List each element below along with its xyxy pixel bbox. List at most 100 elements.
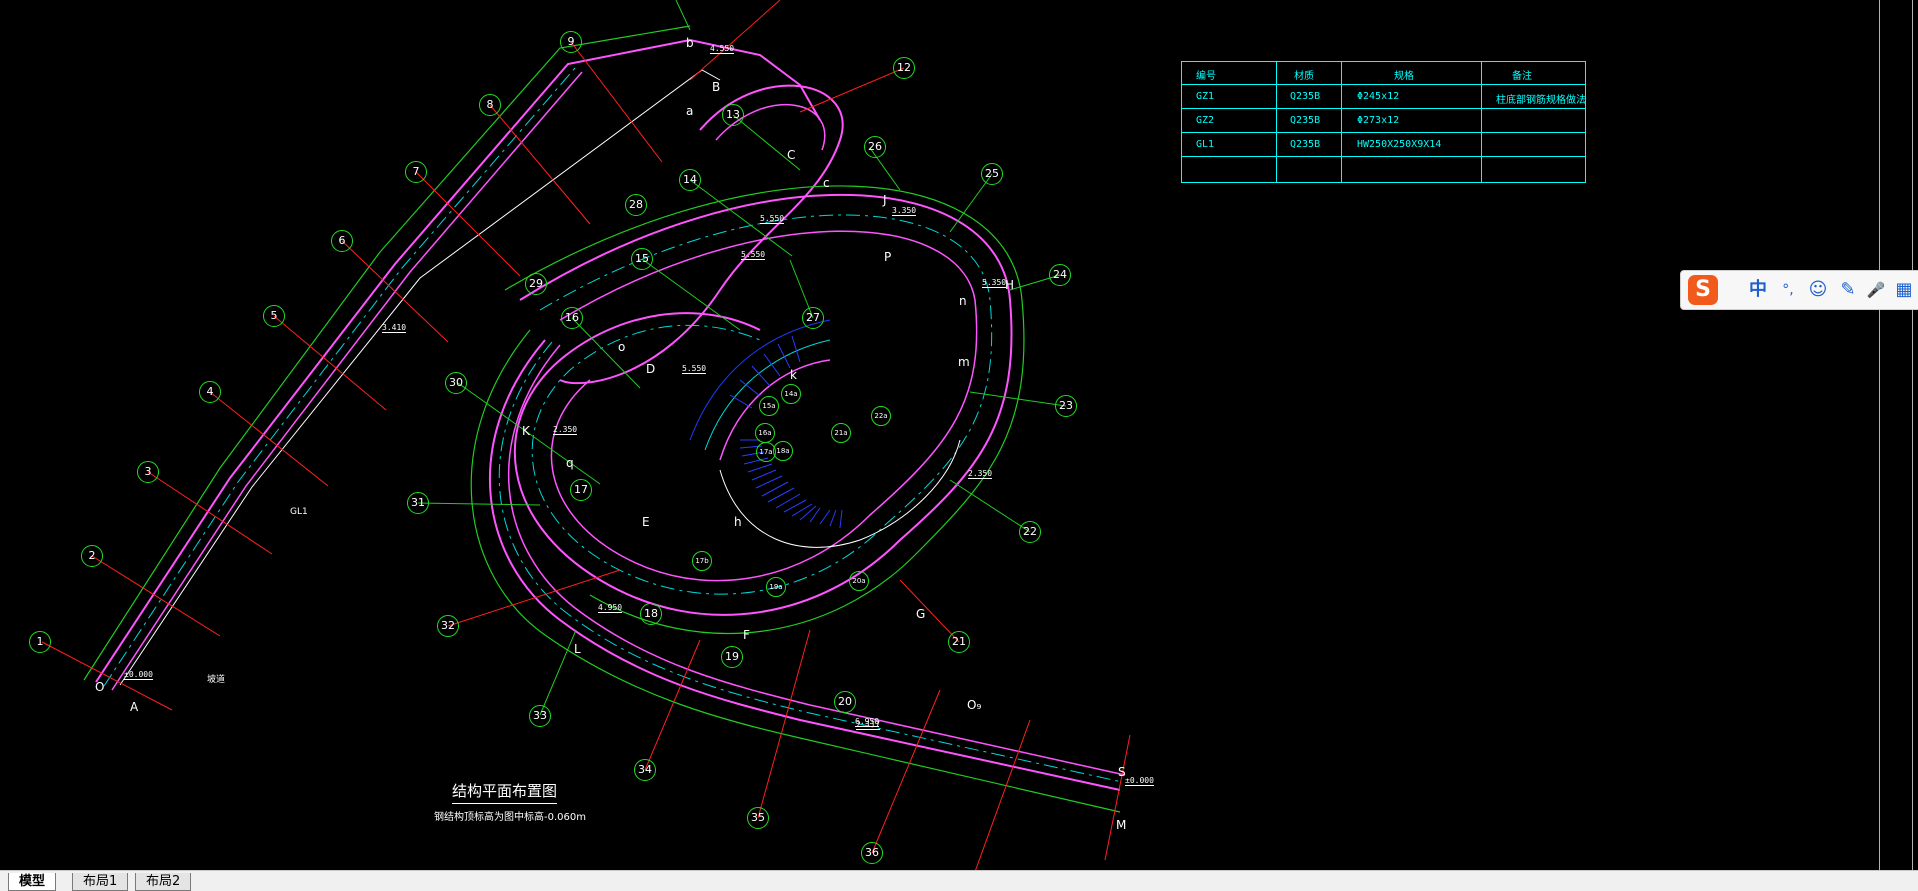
layout-tab-bar: 模型 布局1 布局2 — [0, 870, 1918, 891]
table-row-divider — [1182, 132, 1585, 133]
tab-layout2[interactable]: 布局2 — [135, 873, 192, 891]
table-cell: Q235B — [1290, 139, 1321, 150]
axis-bubble: 24 — [1049, 264, 1071, 286]
point-label: O — [95, 680, 105, 694]
table-header: 编号 — [1196, 71, 1216, 82]
table-row-divider — [1182, 108, 1585, 109]
table-cell: Φ245x12 — [1357, 91, 1400, 102]
sub-axis-bubble: 20a — [849, 571, 869, 591]
ime-punct-button[interactable]: °, — [1782, 282, 1794, 298]
tab-model[interactable]: 模型 — [8, 873, 57, 891]
point-label: P — [884, 250, 892, 264]
point-label: J — [883, 193, 887, 207]
axis-bubble: 20 — [834, 691, 856, 713]
point-label: A — [130, 700, 139, 714]
sub-axis-bubble: 16a — [755, 423, 775, 443]
point-label: c — [823, 176, 830, 190]
ramp-note: 坡道 — [207, 675, 226, 685]
axis-bubble: 14 — [679, 169, 701, 191]
axis-bubble: 8 — [479, 94, 501, 116]
axis-bubble: 13 — [722, 104, 744, 126]
axis-bubble: 29 — [525, 273, 547, 295]
tab-layout1[interactable]: 布局1 — [72, 873, 129, 891]
axis-leaders — [41, 0, 1131, 870]
sub-axis-bubble: 21a — [831, 423, 851, 443]
axis-bubble: 34 — [634, 759, 656, 781]
table-row-divider — [1182, 84, 1585, 85]
level-mark: ±0.000 — [1125, 776, 1154, 786]
axis-bubble: 25 — [981, 163, 1003, 185]
axis-bubble: 23 — [1055, 395, 1077, 417]
ime-toolbar[interactable]: S 中 °, ☺ ✎ 🎤 ▦ — [1680, 270, 1918, 310]
ime-logo-icon[interactable]: S — [1688, 275, 1718, 305]
point-label: C — [787, 148, 796, 162]
level-mark: 6.950 — [855, 717, 880, 727]
level-mark: 5.550 — [682, 364, 707, 374]
point-label: o — [618, 340, 626, 354]
table-cell: HW250X250X9X14 — [1357, 139, 1442, 150]
point-label: L — [574, 642, 581, 656]
emoji-icon[interactable]: ☺ — [1808, 279, 1828, 300]
axis-bubble: 17 — [570, 479, 592, 501]
level-mark: 4.550 — [710, 44, 735, 54]
point-label: E — [642, 515, 650, 529]
ramp-loop — [470, 84, 1126, 813]
grid-menu-icon[interactable]: ▦ — [1895, 279, 1913, 300]
axis-bubble: 32 — [437, 615, 459, 637]
ime-mode-button[interactable]: 中 — [1749, 279, 1767, 300]
level-mark: 5.350 — [982, 278, 1007, 288]
axis-bubble: 28 — [625, 194, 647, 216]
axis-bubble: 2 — [81, 545, 103, 567]
table-cell: GZ1 — [1196, 91, 1215, 102]
frame-border — [1879, 0, 1880, 870]
table-cell: GZ2 — [1196, 115, 1215, 126]
pen-icon[interactable]: ✎ — [1840, 279, 1856, 300]
frame-border — [1912, 0, 1913, 870]
drawing-title: 结构平面布置图 — [452, 780, 558, 804]
axis-bubble: 21 — [948, 631, 970, 653]
level-mark: 5.550 — [760, 214, 785, 224]
sub-axis-bubble: 19a — [766, 577, 786, 597]
table-col-divider — [1276, 62, 1277, 182]
point-label: a — [686, 104, 694, 118]
level-mark: 2.350 — [968, 469, 993, 479]
point-label: B — [712, 80, 721, 94]
drawing-svg — [41, 0, 1131, 870]
member-table[interactable]: 编号 材质 规格 备注 GZ1 Q235B Φ245x12 柱底部钢筋规格做法 … — [1181, 61, 1586, 183]
axis-bubble: 31 — [407, 492, 429, 514]
point-label: m — [958, 355, 970, 369]
gl1-label: GL1 — [290, 507, 308, 517]
axis-bubble: 4 — [199, 381, 221, 403]
point-label: M — [1116, 818, 1127, 832]
axis-bubble: 12 — [893, 57, 915, 79]
table-cell: Q235B — [1290, 115, 1321, 126]
point-label: G — [916, 607, 926, 621]
axis-bubble: 26 — [864, 136, 886, 158]
level-mark: 3.410 — [382, 323, 407, 333]
level-mark: 5.550 — [741, 250, 766, 260]
point-label: k — [790, 368, 797, 382]
table-col-divider — [1481, 62, 1482, 182]
axis-bubble: 36 — [861, 842, 883, 864]
point-label: F — [743, 628, 750, 642]
microphone-icon[interactable]: 🎤 — [1866, 281, 1886, 299]
sub-axis-bubble: 17b — [692, 551, 712, 571]
drawing-subtitle: 钢结构顶标高为图中标高-0.060m — [434, 812, 586, 823]
point-label: D — [646, 362, 656, 376]
point-label: n — [959, 294, 967, 308]
table-header: 材质 — [1294, 71, 1314, 82]
point-label: b — [686, 36, 694, 50]
point-label: h — [734, 515, 742, 529]
axis-bubble: 5 — [263, 305, 285, 327]
axis-bubble: 16 — [561, 307, 583, 329]
axis-bubble: 6 — [331, 230, 353, 252]
ramp-straight — [83, 25, 821, 691]
table-cell: 柱底部钢筋规格做法 — [1496, 95, 1586, 106]
level-mark: 3.350 — [892, 206, 917, 216]
point-label: q — [566, 456, 574, 470]
axis-bubble: 35 — [747, 807, 769, 829]
axis-bubble: 22 — [1019, 521, 1041, 543]
point-label: H — [1005, 278, 1015, 292]
table-cell: GL1 — [1196, 139, 1215, 150]
